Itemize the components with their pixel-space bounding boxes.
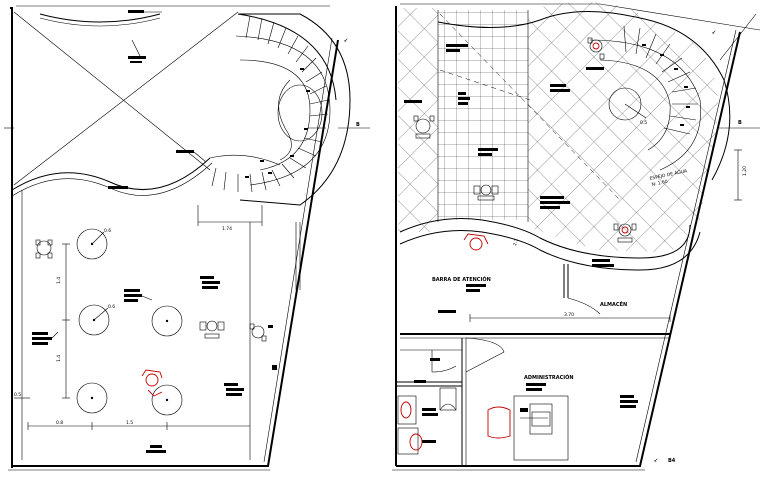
- right-dim-vertical: 1.20: [742, 166, 748, 176]
- admin-desk: [487, 395, 569, 461]
- right-dim-vertical-2: 2.1: [512, 238, 520, 247]
- left-north-mark: ↙: [344, 38, 348, 44]
- right-north-mark: ↙: [712, 30, 716, 36]
- bottom-section-mark: B4: [668, 458, 676, 464]
- label-storage: ALMACÉN: [600, 300, 627, 308]
- right-dim-width: 3.70: [564, 312, 574, 318]
- left-tables: 0.6 0.6: [76, 228, 183, 416]
- left-dim-vertical-1: 1.4: [56, 277, 62, 284]
- left-section-mark: B: [356, 122, 360, 128]
- label-floor-note-2: N: 1.60: [651, 179, 668, 188]
- left-dia-2: 0.6: [108, 304, 115, 310]
- left-stair-dimension: 1.74: [222, 226, 232, 232]
- bathroom-fixtures: [397, 387, 457, 455]
- left-dim-vertical-2: 1.4: [56, 355, 62, 362]
- right-stair-dim: 0.5: [640, 120, 647, 126]
- right-furniture-icons: [413, 37, 637, 251]
- left-dim-horizontal-1: 0.8: [56, 420, 63, 426]
- left-dim-horizontal-2: 1.5: [126, 420, 133, 426]
- label-admin: ADMINISTRACIÓN: [524, 374, 574, 381]
- bottom-arrow-mark: ↙: [654, 458, 658, 464]
- left-dia-1: 0.6: [104, 228, 111, 234]
- left-floor-plan: 1.74: [4, 5, 370, 471]
- left-furniture-icons: [35, 239, 267, 397]
- left-dim-small: 0.5: [14, 392, 21, 398]
- right-section-mark: B: [738, 120, 742, 126]
- label-counter: BARRA DE ATENCIÓN: [432, 276, 491, 283]
- right-floor-plan: 0.5: [392, 1, 761, 471]
